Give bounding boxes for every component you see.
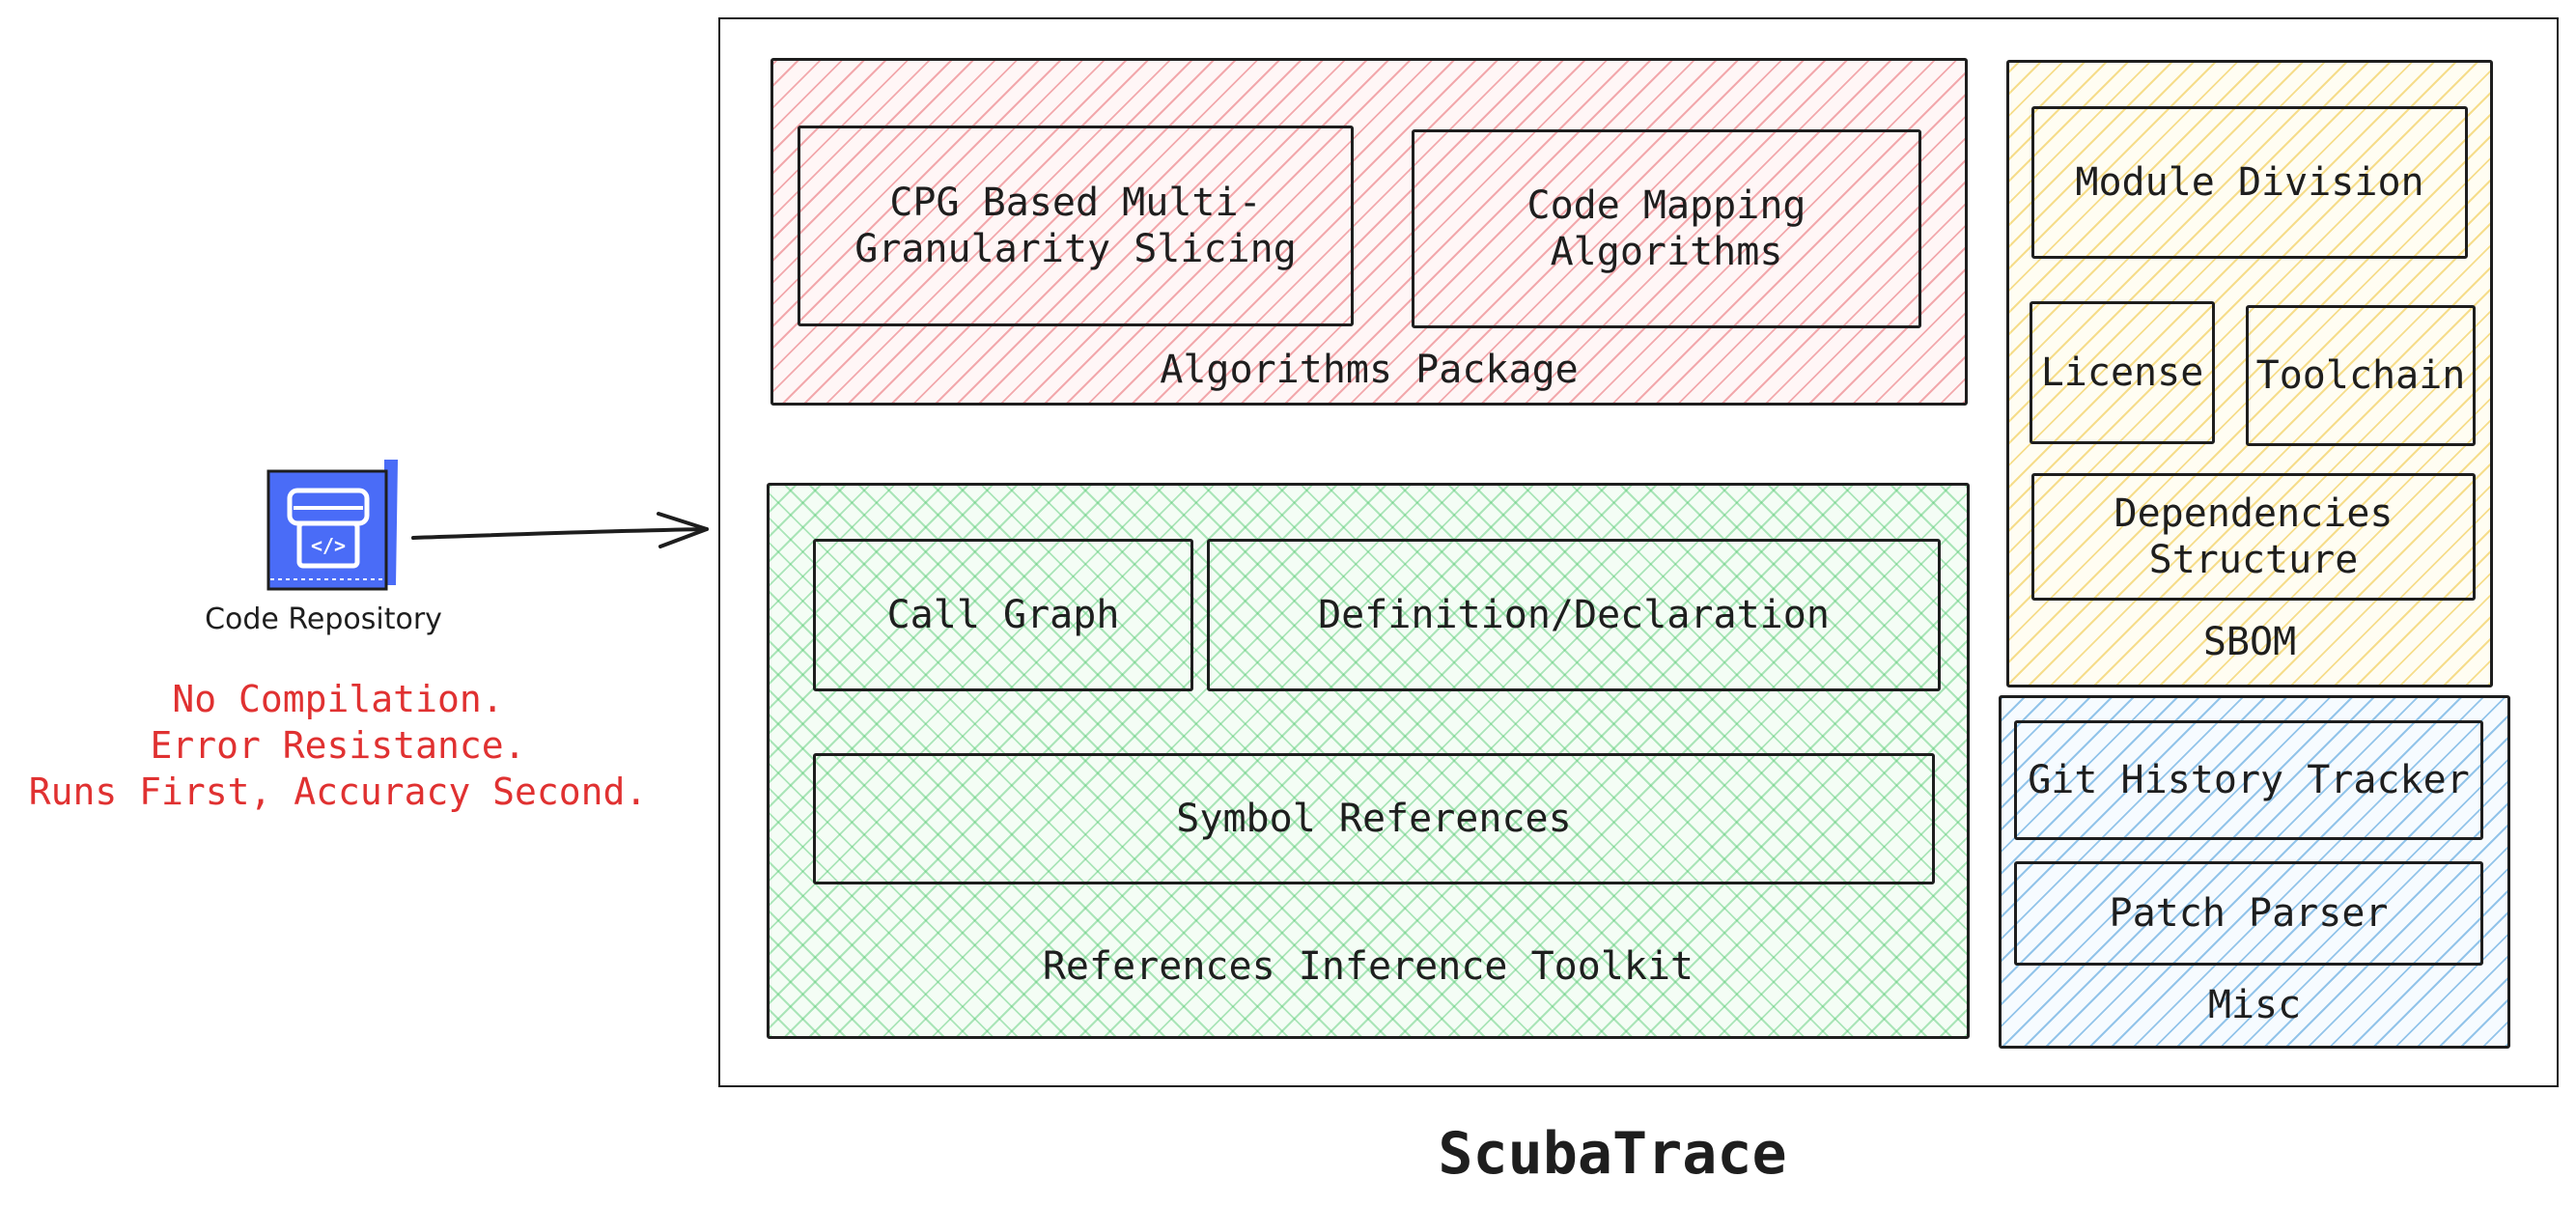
git-history-tracker-box [2014,720,2483,840]
code-mapping-label: Code Mapping Algorithms [1526,183,1806,274]
toolchain-box [2246,305,2476,446]
algorithms-package-label: Algorithms Package [1160,348,1579,392]
code-repository-label: Code Repository [205,603,442,636]
license-box [2030,301,2215,444]
references-toolkit-group [767,483,1970,1039]
license-label: License [2040,351,2204,395]
svg-text:</>: </> [311,534,346,557]
sbom-label: SBOM [2202,620,2297,664]
symbol-references-label: Symbol References [1176,797,1572,841]
misc-label: Misc [2207,983,2302,1027]
git-history-tracker-label: Git History Tracker [2028,758,2470,802]
module-division-box [2031,106,2468,259]
symbol-references-box [813,753,1935,884]
call-graph-box [813,539,1193,691]
note-line: No Compilation. [172,678,504,720]
code-mapping-box [1412,129,1921,328]
toolchain-label: Toolchain [2255,353,2466,398]
note-line: Error Resistance. [150,724,526,767]
definition-declaration-label: Definition/Declaration [1318,593,1830,637]
scubatrace-frame [718,17,2559,1087]
dependencies-structure-box [2031,473,2476,601]
cpg-slicing-label: CPG Based Multi- Granularity Slicing [854,181,1297,271]
cpg-slicing-box [798,126,1354,326]
algorithms-package-group [770,58,1968,406]
flow-arrow [411,512,709,548]
code-repository-icon: </> [261,458,402,599]
call-graph-label: Call Graph [886,593,1120,637]
references-toolkit-label: References Inference Toolkit [1042,944,1694,989]
note-line: Runs First, Accuracy Second. [28,771,648,813]
misc-group [1999,695,2510,1049]
diagram-title: ScubaTrace [1438,1120,1787,1188]
sbom-group [2006,60,2493,687]
patch-parser-label: Patch Parser [2109,891,2389,936]
module-division-label: Module Division [2075,160,2424,205]
definition-declaration-box [1207,539,1941,691]
patch-parser-box [2014,861,2483,966]
dependencies-structure-label: Dependencies Structure [2114,491,2394,582]
